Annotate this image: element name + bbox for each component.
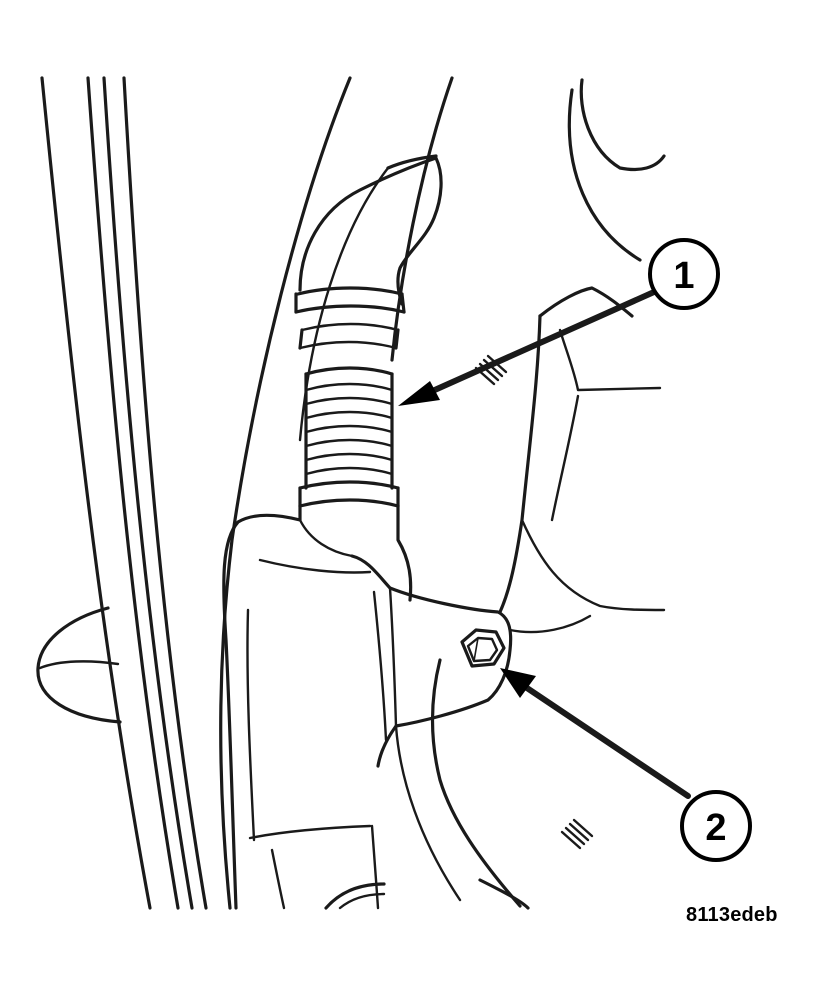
- bottom-opening: [324, 882, 386, 910]
- left-side-mount: [36, 606, 122, 724]
- leader-arrow-2: [500, 668, 691, 799]
- left-body-seam: [40, 76, 208, 910]
- callout-2-label: 2: [705, 807, 726, 849]
- right-structure: [394, 78, 666, 910]
- callout-1: 1: [648, 238, 720, 310]
- stud-lower: [560, 818, 594, 850]
- figure-code: 8113edeb: [686, 904, 778, 926]
- hose-elbow: [298, 154, 443, 306]
- bolt-head: [460, 628, 506, 668]
- callout-2: 2: [680, 790, 752, 862]
- leader-arrow-1: [398, 289, 657, 406]
- corrugated-hose: [294, 286, 406, 508]
- pillar-panel: [219, 76, 454, 910]
- callout-1-label: 1: [673, 255, 694, 297]
- reservoir-body: [222, 504, 413, 910]
